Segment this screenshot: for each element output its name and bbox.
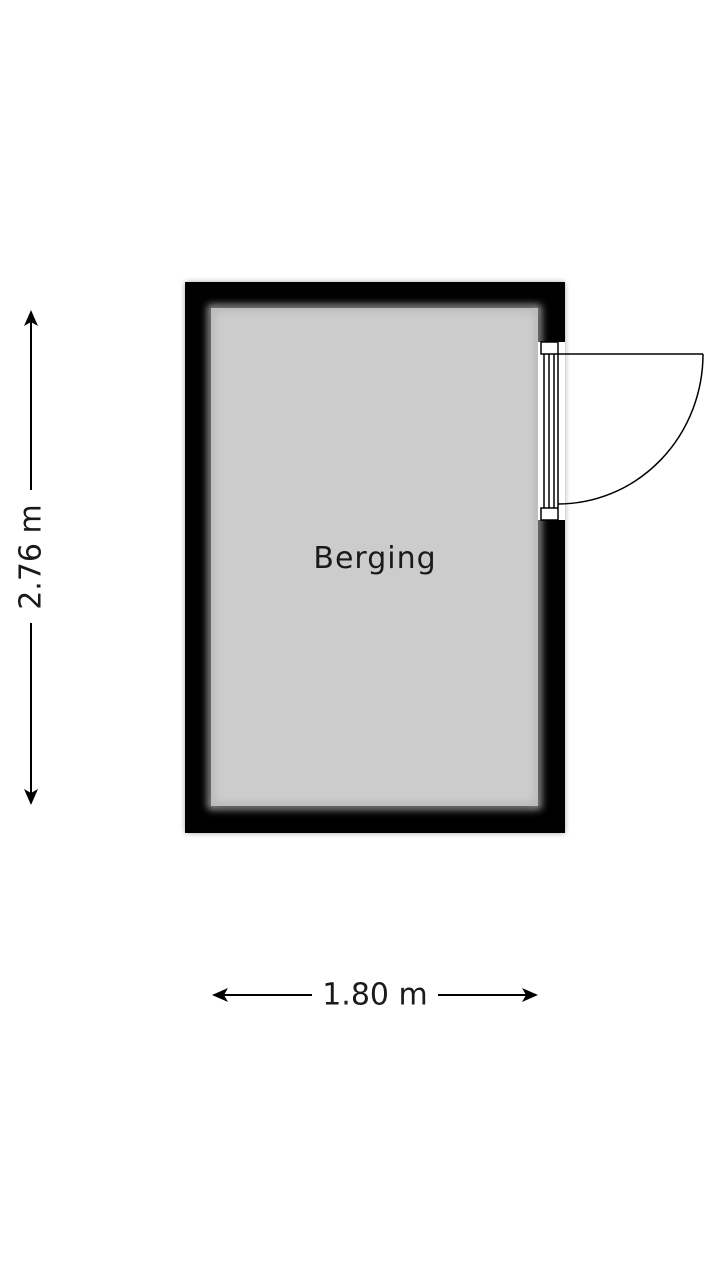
room-floor bbox=[211, 308, 538, 806]
floor-inner-shade bbox=[208, 305, 541, 809]
door-swing-icon bbox=[557, 353, 704, 505]
room-label: Berging bbox=[313, 541, 436, 576]
height-dimension: 2.76 m bbox=[14, 310, 49, 805]
width-dimension: 1.80 m bbox=[212, 978, 538, 1013]
door bbox=[538, 341, 565, 521]
width-dimension-label: 1.80 m bbox=[322, 978, 428, 1013]
height-dimension-label: 2.76 m bbox=[14, 504, 49, 610]
